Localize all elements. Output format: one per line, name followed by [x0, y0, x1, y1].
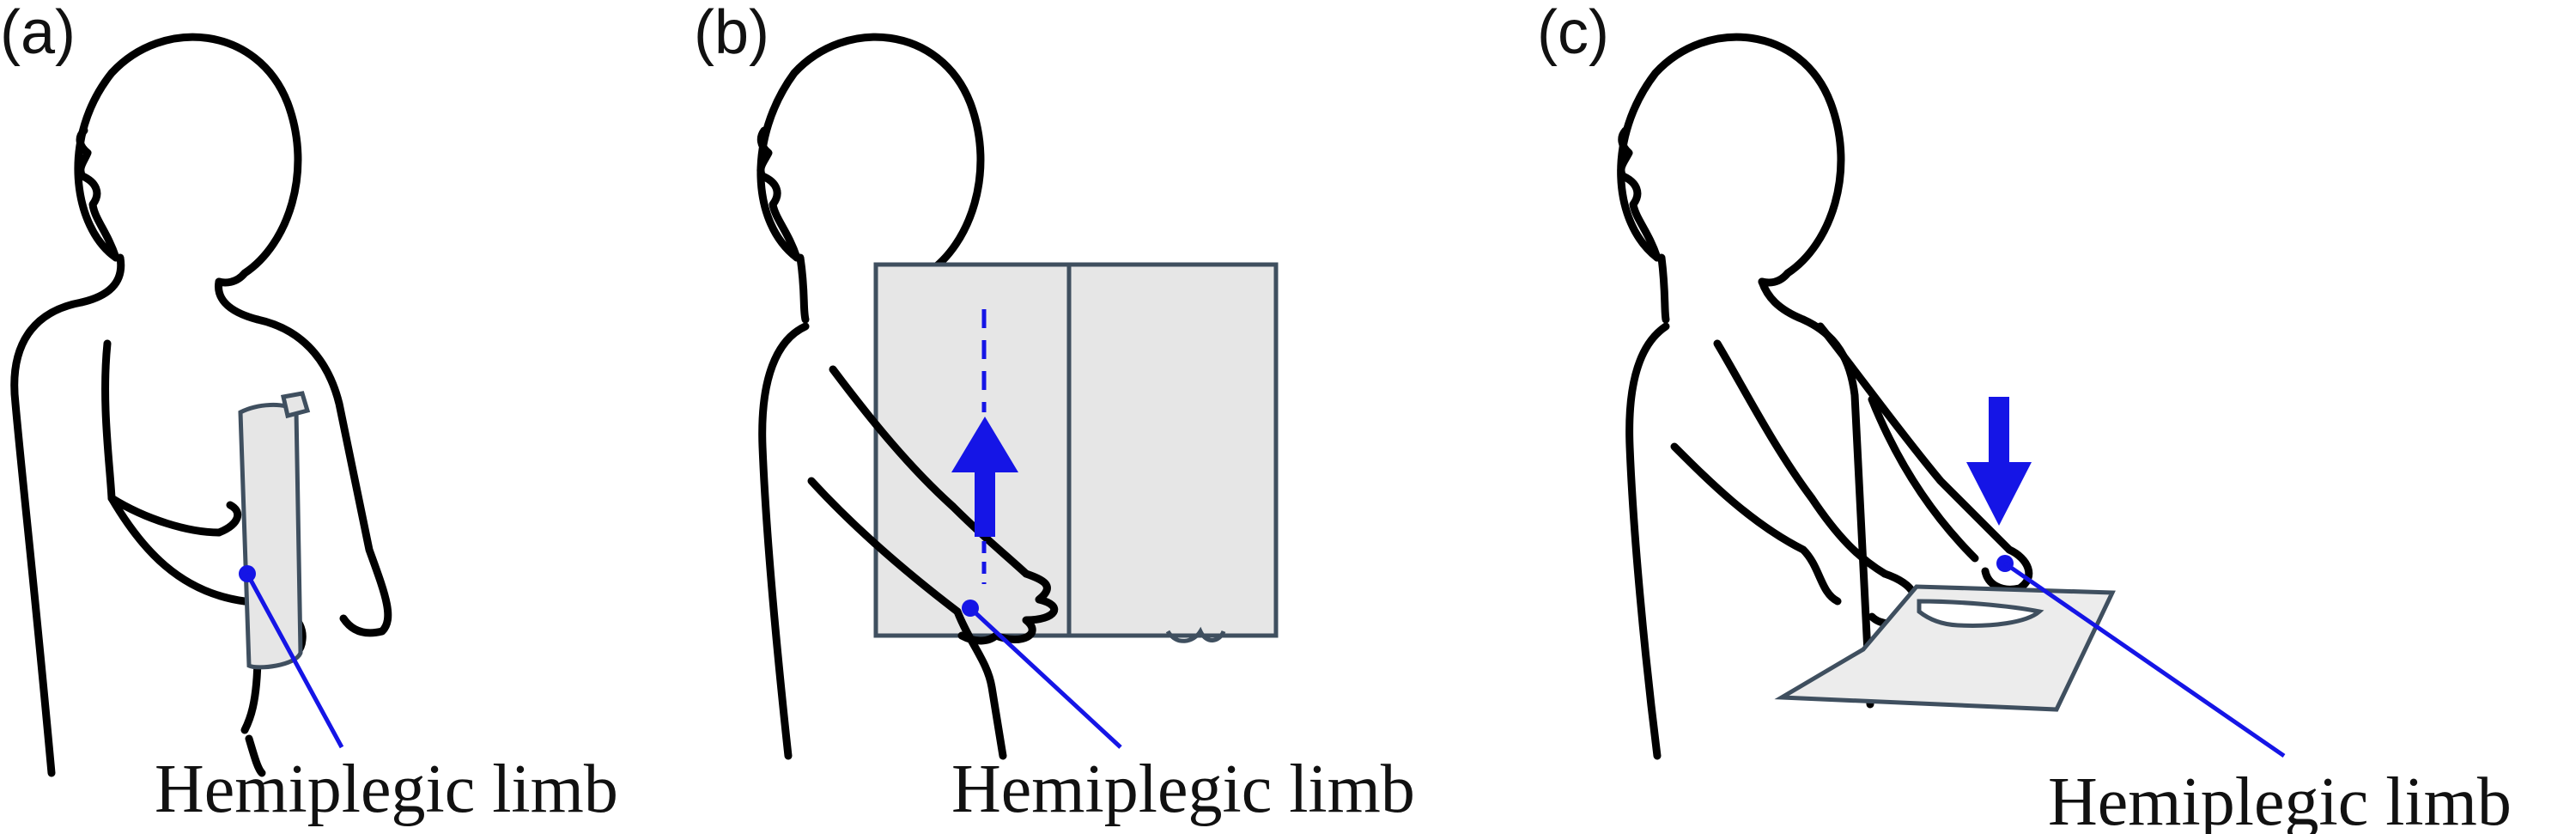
callout-c: Hemiplegic limb [1996, 555, 2512, 834]
arm-b [807, 365, 1059, 760]
panel-label-a: (a) [0, 0, 76, 67]
lift-arrow-b [951, 309, 1018, 584]
panel-c: (c) [1537, 0, 2512, 834]
callout-label-c: Hemiplegic limb [2048, 764, 2512, 834]
callout-label-b: Hemiplegic limb [951, 752, 1415, 827]
cutting-objects-c [1774, 584, 2116, 712]
callout-line-a [245, 572, 344, 749]
container-object-a [238, 391, 311, 670]
box-object-b [873, 262, 1279, 643]
callout-label-a: Hemiplegic limb [155, 752, 618, 827]
arms-c [1670, 322, 2033, 628]
panel-a: (a) [0, 0, 618, 827]
up-arrow-icon [951, 417, 1018, 472]
callout-line-c [2003, 561, 2286, 758]
down-arrow-icon [1966, 462, 2032, 526]
callout-a: Hemiplegic limb [155, 565, 618, 827]
box-b [873, 262, 1279, 638]
person-silhouette-a [10, 33, 392, 777]
panel-b: (b) [694, 0, 1415, 827]
panel-label-c: (c) [1537, 0, 1609, 67]
callout-line-b [969, 606, 1122, 749]
knife-blade [1917, 599, 2044, 628]
press-arrow-c [1966, 397, 2032, 526]
panel-label-b: (b) [694, 0, 769, 67]
callout-b: Hemiplegic limb [951, 600, 1415, 827]
person-silhouette-c [1617, 33, 1874, 760]
